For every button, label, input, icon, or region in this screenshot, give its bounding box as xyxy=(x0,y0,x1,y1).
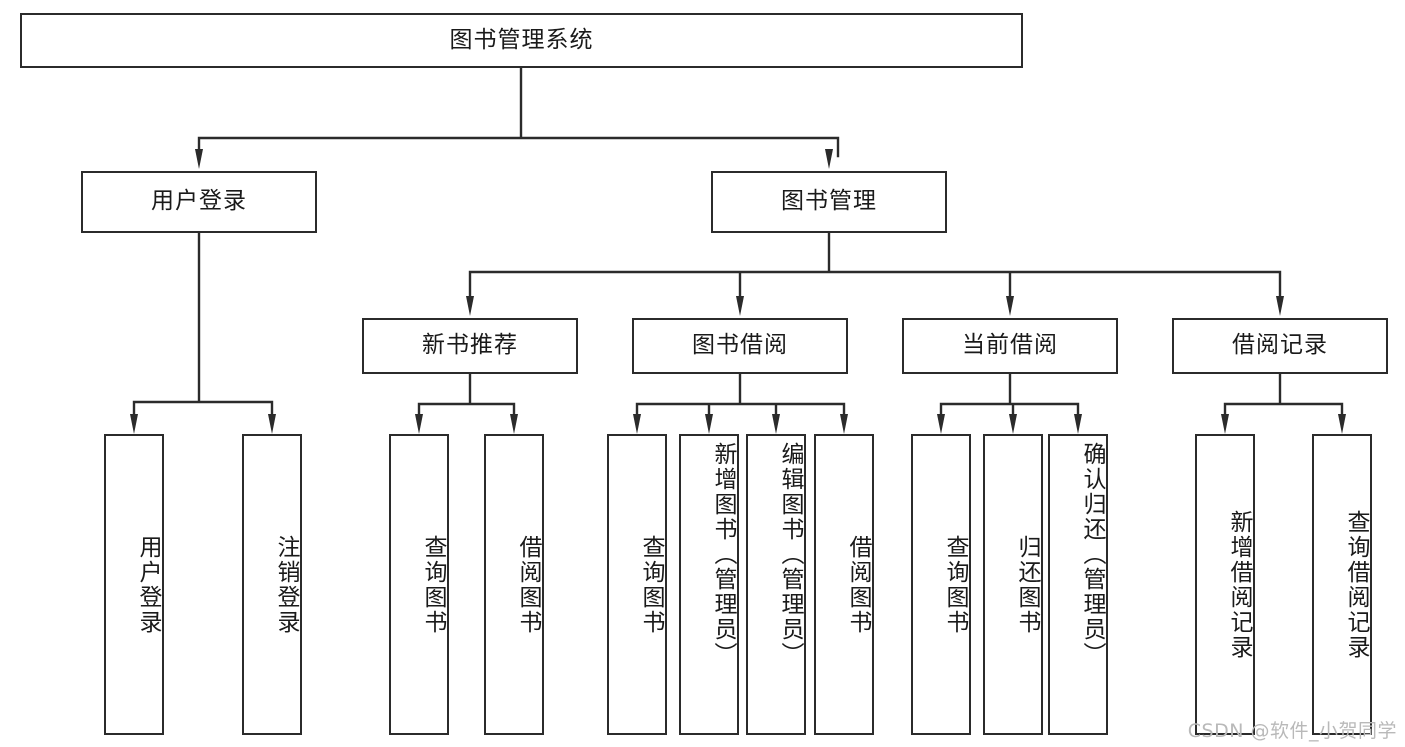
leaf-node-leaf-user-login[interactable]: 用户登录 xyxy=(104,434,164,735)
node-current-borrow[interactable]: 当前借阅 xyxy=(902,318,1118,374)
arrowhead-leaf-query-book-3 xyxy=(937,414,945,434)
connector-current-to-leaves xyxy=(939,372,1080,421)
leaf-node-leaf-query-record[interactable]: 查询借阅记录 xyxy=(1312,434,1372,735)
arrowhead-leaf-borrow-book-2 xyxy=(840,414,848,434)
connector-borrow-to-leaves xyxy=(635,372,846,421)
node-label: 查询图书 xyxy=(638,534,664,635)
arrowhead-leaf-query-book-1 xyxy=(415,414,423,434)
node-label: 用户登录 xyxy=(151,188,247,215)
arrowhead-leaf-confirm-return xyxy=(1074,414,1082,434)
connector-bookmanage-to-level3 xyxy=(468,231,1282,305)
node-new-book-recommend[interactable]: 新书推荐 xyxy=(362,318,578,374)
node-label: 新书推荐 xyxy=(422,332,518,359)
arrowhead-user-login xyxy=(195,149,203,169)
node-book-manage[interactable]: 图书管理 xyxy=(711,171,947,233)
node-label: 注销登录 xyxy=(273,534,299,635)
connector-userlogin-to-leaves xyxy=(132,231,274,421)
arrowhead-leaf-borrow-book-1 xyxy=(510,414,518,434)
connector-root-to-level2 xyxy=(197,66,840,158)
node-label: 查询图书 xyxy=(420,534,446,635)
node-root[interactable]: 图书管理系统 xyxy=(20,13,1023,68)
node-label: 用户登录 xyxy=(135,534,161,635)
leaf-node-leaf-edit-book[interactable]: 编辑图书（管理员） xyxy=(746,434,806,735)
node-label: 新增借阅记录 xyxy=(1226,509,1252,660)
leaf-node-leaf-return-book[interactable]: 归还图书 xyxy=(983,434,1043,735)
leaf-node-leaf-query-book-3[interactable]: 查询图书 xyxy=(911,434,971,735)
node-label: 图书借阅 xyxy=(692,332,788,359)
node-label: 图书管理 xyxy=(781,188,877,215)
arrowhead-leaf-add-record xyxy=(1221,414,1229,434)
node-label: 借阅图书 xyxy=(515,534,541,635)
arrowhead-leaf-user-login xyxy=(130,414,138,434)
arrowhead-leaf-user-logout xyxy=(268,414,276,434)
node-label: 归还图书 xyxy=(1014,534,1040,635)
arrowhead-leaf-query-book-2 xyxy=(633,414,641,434)
node-label: 借阅图书 xyxy=(845,534,871,635)
arrowhead-borrow-record xyxy=(1276,296,1284,316)
watermark-text: CSDN @软件_小贺同学 xyxy=(1187,720,1397,742)
leaf-node-leaf-add-record[interactable]: 新增借阅记录 xyxy=(1195,434,1255,735)
leaf-node-leaf-add-book[interactable]: 新增图书（管理员） xyxy=(679,434,739,735)
arrowhead-leaf-return-book xyxy=(1009,414,1017,434)
connector-recommend-to-leaves xyxy=(417,372,516,421)
node-book-borrow[interactable]: 图书借阅 xyxy=(632,318,848,374)
arrowhead-book-manage xyxy=(825,149,833,169)
arrowhead-leaf-add-book xyxy=(705,414,713,434)
node-label: 编辑图书（管理员） xyxy=(777,442,803,667)
leaf-node-leaf-query-book-2[interactable]: 查询图书 xyxy=(607,434,667,735)
leaf-node-leaf-borrow-book-1[interactable]: 借阅图书 xyxy=(484,434,544,735)
node-user-login[interactable]: 用户登录 xyxy=(81,171,317,233)
node-label: 图书管理系统 xyxy=(449,26,594,53)
node-label: 查询图书 xyxy=(942,534,968,635)
node-label: 新增图书（管理员） xyxy=(710,442,736,667)
leaf-node-leaf-borrow-book-2[interactable]: 借阅图书 xyxy=(814,434,874,735)
leaf-node-leaf-query-book-1[interactable]: 查询图书 xyxy=(389,434,449,735)
leaf-node-leaf-confirm-return[interactable]: 确认归还（管理员） xyxy=(1048,434,1108,735)
connector-paths xyxy=(132,66,1344,421)
node-label: 查询借阅记录 xyxy=(1343,509,1369,660)
node-label: 确认归还（管理员） xyxy=(1079,442,1105,667)
arrowhead-leaf-query-record xyxy=(1338,414,1346,434)
node-label: 当前借阅 xyxy=(962,332,1058,359)
node-label: 借阅记录 xyxy=(1232,332,1328,359)
arrowhead-current-borrow xyxy=(1006,296,1014,316)
arrowhead-leaf-edit-book xyxy=(772,414,780,434)
node-borrow-record[interactable]: 借阅记录 xyxy=(1172,318,1388,374)
connector-record-to-leaves xyxy=(1223,372,1344,421)
arrowhead-book-borrow xyxy=(736,296,744,316)
arrowhead-new-book-recommend xyxy=(466,296,474,316)
connector-arrowheads xyxy=(130,149,1346,434)
leaf-node-leaf-user-logout[interactable]: 注销登录 xyxy=(242,434,302,735)
